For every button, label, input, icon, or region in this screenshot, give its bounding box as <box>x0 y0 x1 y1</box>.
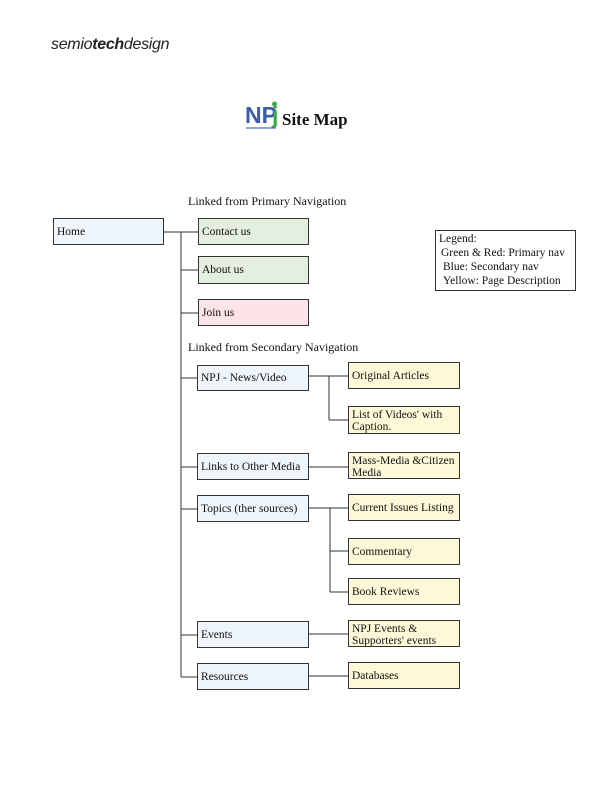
legend-box: Legend: Green & Red: Primary nav Blue: S… <box>435 230 576 291</box>
node-links-to-other-media: Links to Other Media <box>197 453 309 480</box>
legend-title: Legend: <box>439 233 477 245</box>
node-events: Events <box>197 621 309 648</box>
brand-wordmark: semiotechdesign <box>51 36 170 54</box>
brand-part: tech <box>92 36 124 53</box>
legend-item: Blue: Secondary nav <box>443 261 539 273</box>
node-home: Home <box>53 218 164 245</box>
node-book-reviews: Book Reviews <box>348 578 460 605</box>
node-current-issues-listing: Current Issues Listing <box>348 494 460 521</box>
node-npj-news-video: NPJ - News/Video <box>197 365 309 391</box>
legend-item: Green & Red: Primary nav <box>441 247 565 259</box>
legend-item: Yellow: Page Description <box>443 275 561 287</box>
primary-nav-heading: Linked from Primary Navigation <box>188 194 347 208</box>
node-databases: Databases <box>348 662 460 689</box>
secondary-nav-heading: Linked from Secondary Navigation <box>188 340 359 354</box>
npj-logo-icon: NP j <box>245 101 278 133</box>
node-npj-events: NPJ Events & Supporters' events <box>348 620 460 647</box>
node-join-us: Join us <box>198 299 309 326</box>
node-commentary: Commentary <box>348 538 460 565</box>
svg-text:NP: NP <box>245 102 277 128</box>
brand-part: semio <box>51 36 93 53</box>
node-contact-us: Contact us <box>198 218 309 245</box>
node-resources: Resources <box>197 663 309 690</box>
page-title: Site Map <box>282 110 348 129</box>
node-about-us: About us <box>198 256 309 284</box>
node-list-of-videos: List of Videos' with Caption. <box>348 406 460 434</box>
node-original-articles: Original Articles <box>348 362 460 389</box>
brand-part: design <box>123 36 170 53</box>
node-topics: Topics (ther sources) <box>197 495 309 522</box>
node-mass-media: Mass-Media &Citizen Media <box>348 452 460 479</box>
svg-text:j: j <box>271 102 278 128</box>
